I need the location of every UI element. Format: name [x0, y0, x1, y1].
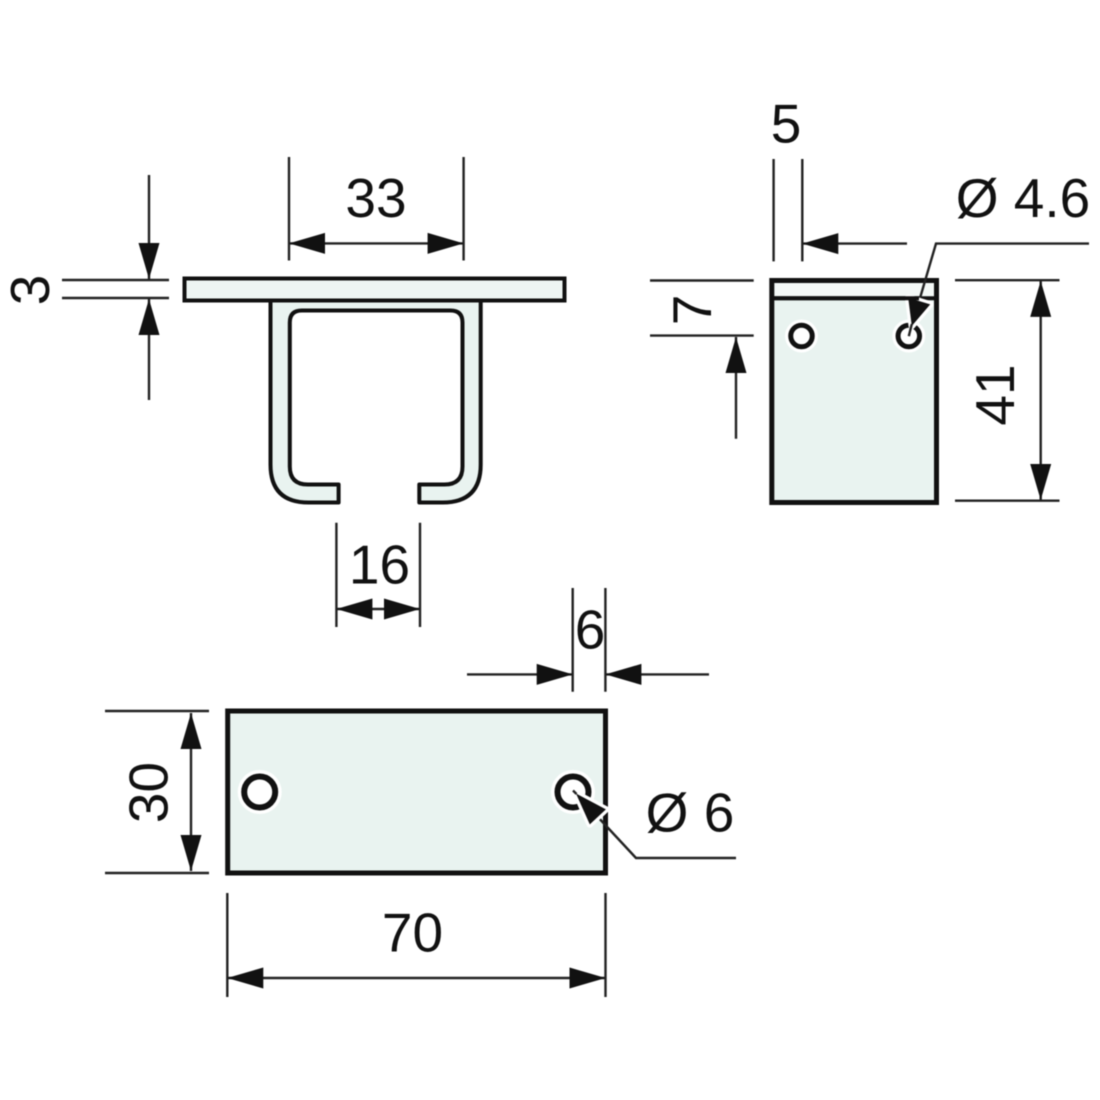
svg-text:33: 33 [345, 167, 406, 229]
svg-text:6: 6 [575, 599, 606, 661]
svg-text:70: 70 [382, 902, 443, 964]
svg-text:Ø 6: Ø 6 [646, 782, 735, 844]
svg-text:16: 16 [349, 534, 410, 596]
svg-text:7: 7 [661, 295, 723, 326]
svg-text:5: 5 [771, 93, 802, 155]
svg-text:Ø 4.6: Ø 4.6 [956, 167, 1091, 229]
svg-text:30: 30 [118, 762, 180, 823]
svg-text:41: 41 [964, 364, 1026, 425]
svg-text:3: 3 [0, 275, 61, 306]
